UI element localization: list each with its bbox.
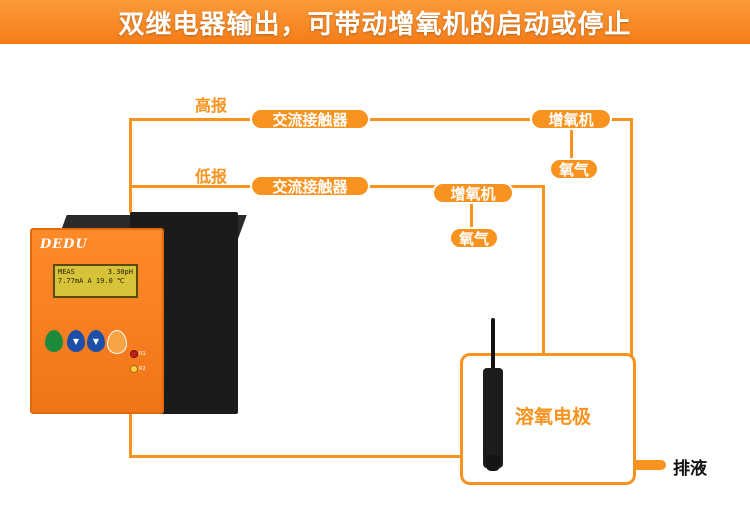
probe-tip <box>486 455 500 471</box>
low-contactor-pill: 交流接触器 <box>250 175 370 197</box>
high-oxygen-pill: 氧气 <box>549 158 599 180</box>
high-contactor-pill: 交流接触器 <box>250 108 370 130</box>
device-lcd: MEAS 3.30pH 7.77mA A 19.0 ℃ <box>53 264 138 298</box>
drain-label: 排液 <box>673 454 707 479</box>
probe-cable <box>491 318 495 370</box>
low-alarm-label: 低报 <box>195 163 227 187</box>
connector-line <box>129 410 132 458</box>
drain-line <box>632 460 666 470</box>
probe-body-icon <box>483 368 503 468</box>
led-r2-label: R2 <box>139 366 146 372</box>
low-aerator-pill: 增氧机 <box>432 182 514 204</box>
connector-line <box>129 455 463 458</box>
lcd-line1-right: 3.30pH <box>108 268 133 277</box>
led-r1-icon <box>130 350 138 358</box>
high-aerator-pill: 增氧机 <box>530 108 612 130</box>
electrode-label: 溶氧电极 <box>515 402 591 429</box>
connector-line <box>542 185 545 356</box>
lcd-line1-left: MEAS <box>58 268 75 277</box>
title-banner: 双继电器输出，可带动增氧机的启动或停止 <box>0 0 750 44</box>
banner-title: 双继电器输出，可带动增氧机的启动或停止 <box>118 4 631 41</box>
down-key-button-2[interactable]: ▼ <box>87 330 105 352</box>
high-alarm-label: 高报 <box>195 92 227 116</box>
led-r1-label: R1 <box>139 351 146 357</box>
enter-key-button[interactable] <box>107 330 127 354</box>
down-key-button[interactable]: ▼ <box>67 330 85 352</box>
lcd-line2: 7.77mA A 19.0 ℃ <box>58 277 125 286</box>
green-key-button[interactable] <box>45 330 63 352</box>
device-front-panel <box>30 228 164 414</box>
led-r2-icon <box>130 365 138 373</box>
low-oxygen-pill: 氧气 <box>449 227 499 249</box>
device-brand: DEDU <box>40 237 88 252</box>
connector-line <box>630 118 633 356</box>
connector-line <box>129 118 132 213</box>
